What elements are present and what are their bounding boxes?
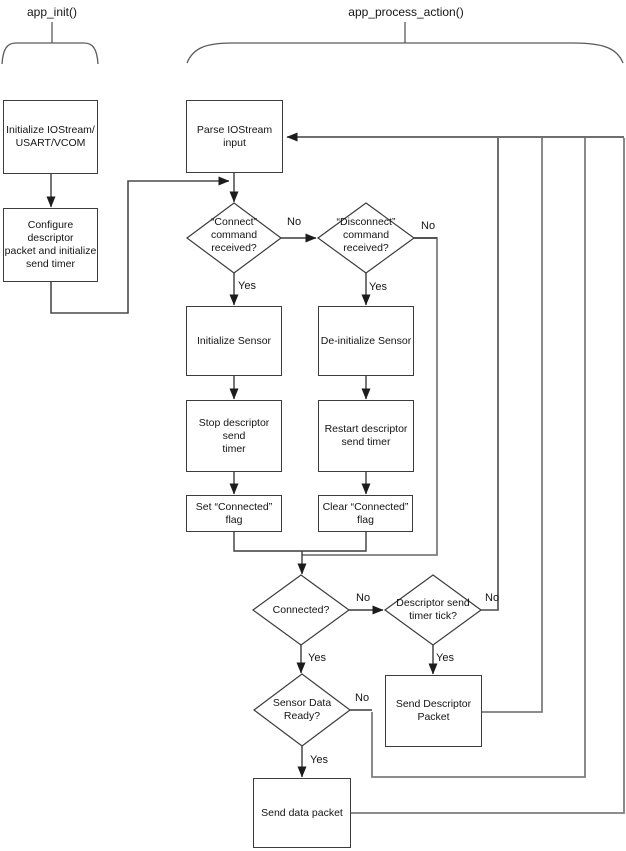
- connector-send-descriptor-return: [482, 138, 543, 713]
- function-title-app-process-action: app_process_action(): [340, 5, 472, 19]
- box-line: Initialize Sensor: [196, 334, 272, 347]
- app-init-label: app_init(): [26, 5, 78, 19]
- process-box-send-descriptor: Send Descriptor Packet: [385, 675, 482, 747]
- box-line: timer: [222, 442, 246, 455]
- process-box-set-flag: Set “Connected” flag: [186, 495, 282, 532]
- process-box-deinitialize-sensor: De-initialize Sensor: [318, 306, 414, 376]
- box-line: Stop descriptor send: [198, 416, 270, 442]
- branch-label-connected-no: No: [356, 592, 371, 604]
- brace-app-process-action: [186, 42, 624, 64]
- box-line: Send Descriptor: [395, 698, 472, 710]
- connector-timer-tick-no-return: [481, 138, 499, 611]
- diamond-timer-tick: [383, 574, 483, 646]
- connector-send-data-return: [351, 138, 625, 814]
- connector-sensor-no-return: [371, 138, 586, 778]
- box-line: flag: [357, 513, 374, 526]
- box-line: Configure descriptor: [27, 219, 74, 244]
- box-line: Parse IOStream: [196, 123, 273, 136]
- box-line: USART/VCOM: [15, 137, 86, 149]
- process-box-restart-timer: Restart descriptor send timer: [318, 400, 414, 472]
- diamond-sensor-ready: [253, 673, 351, 747]
- process-box-init-iostream: Initialize IOStream/ USART/VCOM: [3, 100, 98, 174]
- function-title-app-init: app_init(): [8, 5, 96, 19]
- box-line: Initialize IOStream/: [6, 124, 95, 136]
- box-line: packet and initialize: [4, 245, 97, 257]
- brace-app-init: [1, 42, 99, 65]
- process-box-send-data: Send data packet: [253, 778, 351, 848]
- branch-label-timer-tick-yes: Yes: [436, 652, 454, 664]
- connector-flags-merge: [233, 532, 367, 552]
- branch-label-connected-yes: Yes: [308, 652, 326, 664]
- box-line: Packet: [417, 711, 450, 723]
- branch-label-timer-tick-no: No: [485, 592, 500, 604]
- branch-label-disconnect-no: No: [421, 220, 436, 232]
- process-box-parse-iostream: Parse IOStream input: [186, 100, 283, 173]
- branch-label-sensor-yes: Yes: [310, 754, 328, 766]
- diamond-connect: [185, 202, 283, 274]
- branch-label-connect-yes: Yes: [238, 280, 256, 292]
- box-line: Restart descriptor: [324, 423, 408, 435]
- box-line: input: [223, 136, 246, 149]
- connector-init-loop-to-main: [50, 176, 230, 314]
- box-line: De-initialize Sensor: [320, 334, 412, 347]
- branch-label-connect-no: No: [287, 216, 302, 228]
- process-box-configure-descriptor: Configure descriptor packet and initiali…: [3, 208, 98, 282]
- diamond-connected: [251, 574, 351, 646]
- box-line: send timer: [25, 258, 76, 270]
- box-line: Send data packet: [261, 806, 343, 819]
- diamond-disconnect: [316, 202, 416, 274]
- app-process-action-label: app_process_action(): [348, 5, 464, 19]
- process-box-stop-timer: Stop descriptor send timer: [186, 400, 282, 472]
- process-box-clear-flag: Clear “Connected” flag: [318, 495, 413, 532]
- branch-label-sensor-no: No: [355, 692, 370, 704]
- box-line: Clear “Connected”: [322, 500, 409, 513]
- process-box-initialize-sensor: Initialize Sensor: [186, 306, 282, 376]
- box-line: Set “Connected” flag: [195, 500, 273, 526]
- box-line: send timer: [341, 436, 391, 448]
- branch-label-disconnect-yes: Yes: [369, 281, 387, 293]
